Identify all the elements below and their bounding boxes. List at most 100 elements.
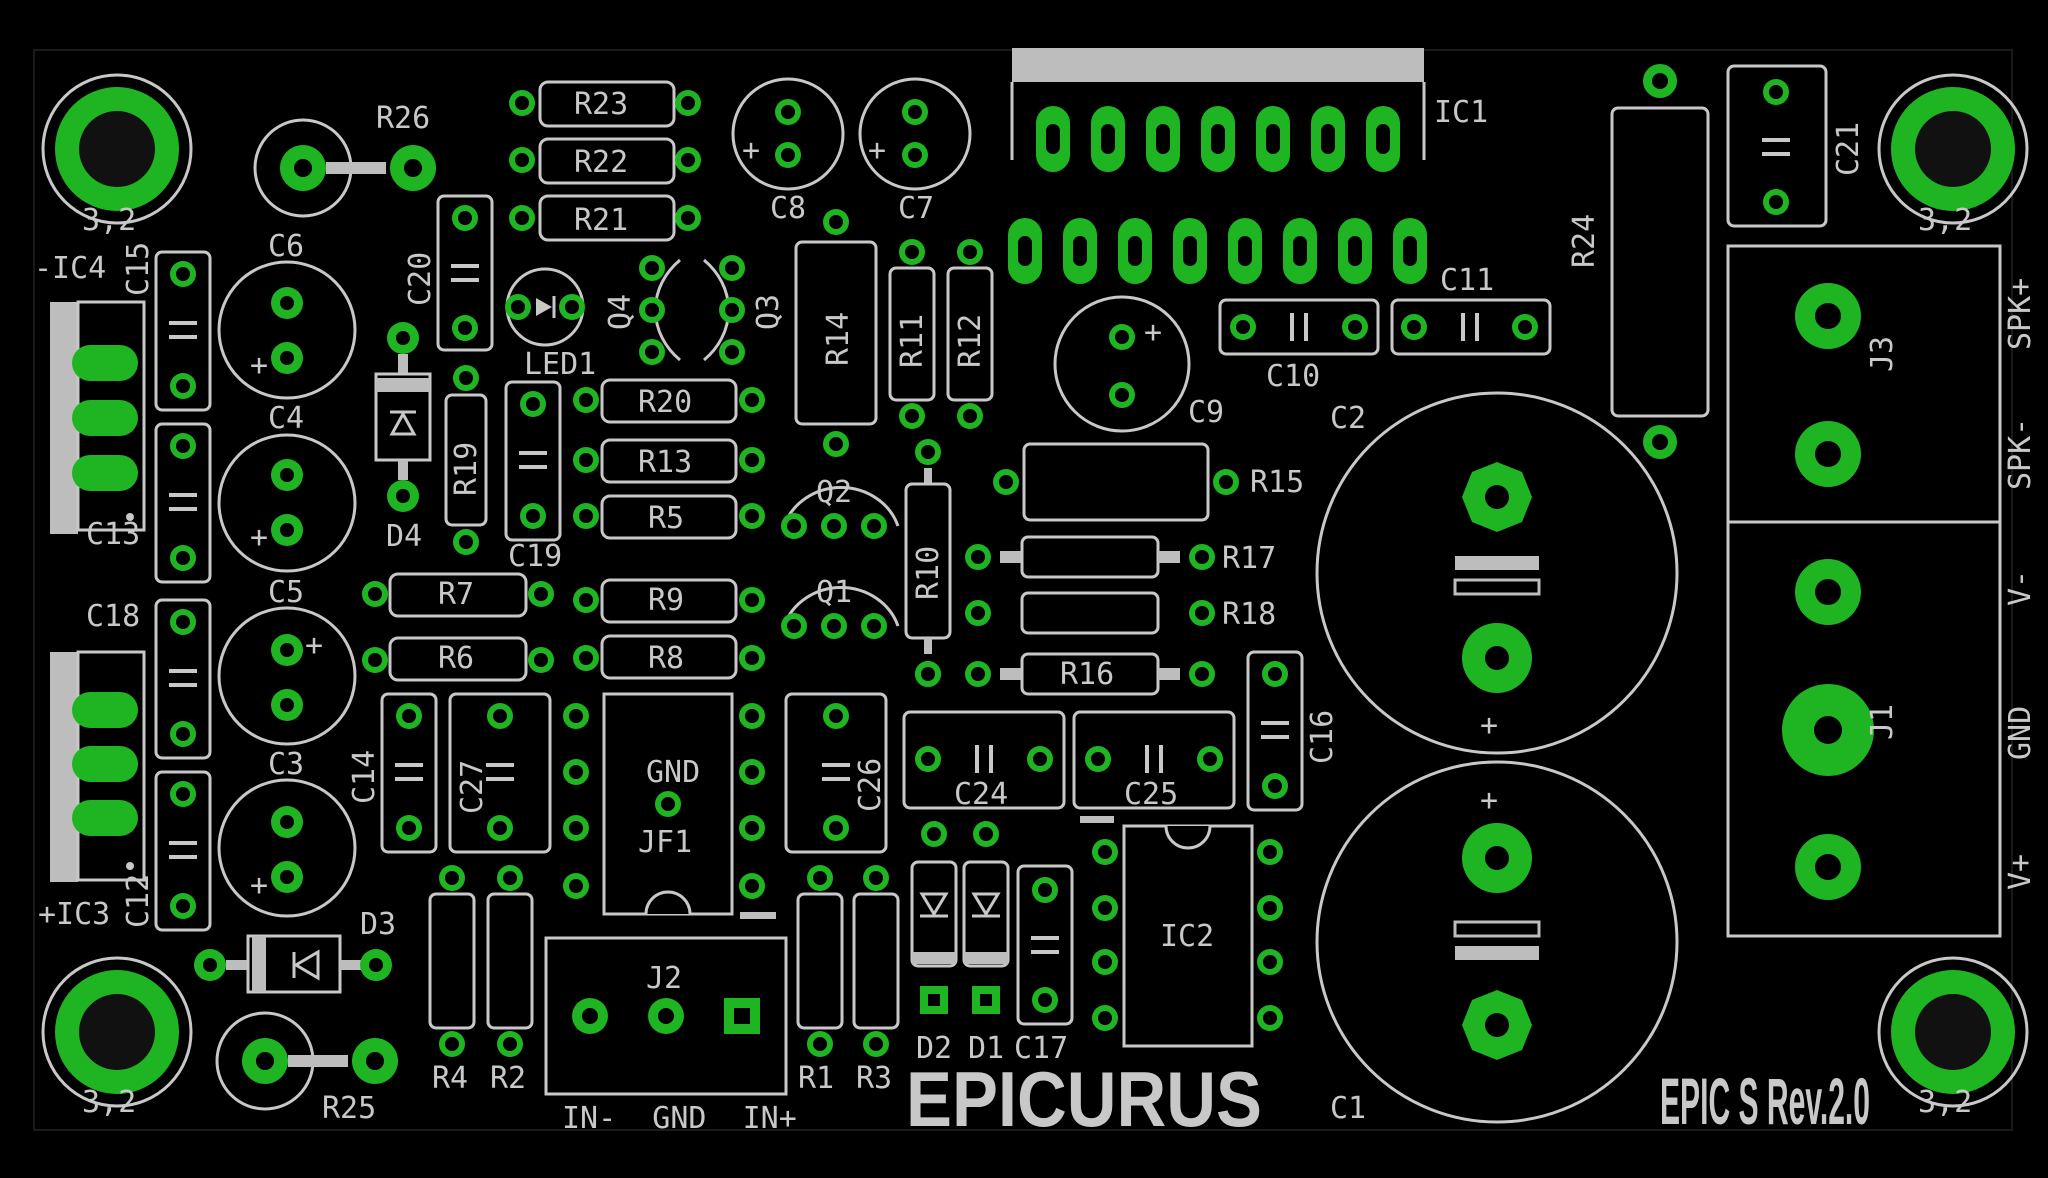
r4-label: R4 (432, 1061, 468, 1096)
gnd-label: GND (646, 755, 700, 790)
resistor-r18 (965, 591, 1215, 635)
c18-label: C18 (86, 599, 140, 634)
svg-text:+: + (1480, 708, 1498, 743)
j2-label: J2 (646, 961, 682, 996)
r17-label: R17 (1222, 541, 1276, 576)
c14-label: C14 (347, 750, 382, 804)
c13-label: C13 (86, 517, 140, 552)
resistor-r5 (573, 494, 765, 540)
capacitor-c9: + (1053, 295, 1191, 433)
connector-j2 (544, 936, 788, 1096)
svg-text:+: + (742, 133, 760, 168)
c12-label: C12 (121, 874, 156, 928)
revision-label: EPIC S Rev.2.0 (1660, 1064, 1870, 1138)
mounting-hole-top-left: 3,2 (41, 73, 193, 238)
resistor-r23 (509, 80, 701, 128)
r10-label: R10 (911, 546, 946, 600)
r3-label: R3 (856, 1061, 892, 1096)
capacitor-c7: + (858, 77, 972, 191)
v-minus-label: V- (2003, 570, 2038, 606)
c27-label: C27 (455, 760, 490, 814)
ic2-label: IC2 (1160, 919, 1214, 954)
j2-pin-labels: IN- GND IN+ (562, 1101, 797, 1136)
r19-label: R19 (449, 442, 484, 496)
ic1-label: IC1 (1434, 95, 1488, 130)
terminal-block-j3-j1 (1726, 244, 2002, 938)
c5-label: C5 (268, 575, 304, 610)
resistor-r19 (444, 365, 488, 555)
c20-label: C20 (403, 252, 438, 306)
spk-minus-label: SPK- (2003, 418, 2038, 490)
board-outline (33, 49, 2013, 1131)
transistor-q3 (703, 255, 745, 365)
diode-d1 (962, 821, 1010, 1014)
spk-plus-label: SPK+ (2003, 278, 2038, 350)
capacitor-c17 (1016, 864, 1074, 1026)
r9-label: R9 (648, 583, 684, 618)
capacitor-c3: + (217, 778, 357, 918)
hole-label: 3,2 (82, 1085, 136, 1120)
q3-label: Q3 (751, 294, 786, 330)
r6-label: R6 (438, 641, 474, 676)
svg-text:+: + (868, 133, 886, 168)
capacitor-c4: + (217, 433, 357, 573)
c10-label: C10 (1266, 359, 1320, 394)
diode-d4 (374, 322, 432, 512)
c7-label: C7 (898, 191, 934, 226)
q2-label: Q2 (816, 475, 852, 510)
resistor-r17 (965, 535, 1215, 579)
ic3-label: +IC3 (38, 897, 110, 932)
j3-label: J3 (1865, 336, 1900, 372)
capacitor-c27 (448, 692, 552, 854)
svg-text:+: + (1480, 783, 1498, 818)
svg-text:+: + (305, 628, 323, 663)
resistor-r20 (573, 378, 765, 424)
d2-label: D2 (916, 1031, 952, 1066)
c6-label: C6 (268, 229, 304, 264)
transistor-q1 (781, 585, 900, 639)
r11-label: R11 (895, 314, 930, 368)
resistor-r7 (362, 572, 554, 618)
c3-label: C3 (268, 747, 304, 782)
c1-label: C1 (1330, 1091, 1366, 1126)
r8-label: R8 (648, 641, 684, 676)
resistor-r16 (915, 652, 1215, 696)
r5-label: R5 (648, 501, 684, 536)
led1-label: LED1 (524, 347, 596, 382)
r18-label: R18 (1222, 597, 1276, 632)
q1-label: Q1 (816, 575, 852, 610)
r12-label: R12 (953, 314, 988, 368)
r20-label: R20 (638, 385, 692, 420)
product-logo: EPICURUS (906, 1055, 1262, 1143)
resistor-r1 (796, 865, 844, 1057)
mounting-hole-bottom-left: 3,2 (41, 956, 193, 1120)
r16-label: R16 (1060, 657, 1114, 692)
resistor-r6 (362, 636, 554, 682)
r2-label: R2 (490, 1061, 526, 1096)
resistor-r4 (428, 865, 476, 1057)
capacitor-c20 (436, 194, 494, 352)
capacitor-c15 (154, 250, 212, 412)
capacitor-c6: + (217, 260, 357, 400)
resistor-r3 (852, 865, 900, 1057)
c2-label: C2 (1330, 401, 1366, 436)
hole-label: 3,2 (1918, 203, 1972, 238)
jfet-jf1 (563, 692, 776, 919)
c26-label: C26 (853, 758, 888, 812)
capacitor-c12 (154, 770, 212, 932)
resistor-r21 (509, 194, 701, 242)
r1-label: R1 (798, 1061, 834, 1096)
svg-text:+: + (250, 868, 268, 903)
capacitor-c11 (1390, 298, 1552, 356)
d4-label: D4 (386, 519, 422, 554)
r13-label: R13 (638, 445, 692, 480)
d3-label: D3 (360, 907, 396, 942)
capacitor-c21 (1726, 64, 1828, 228)
r21-label: R21 (574, 203, 628, 238)
capacitor-c2: + (1315, 391, 1679, 755)
c17-label: C17 (1014, 1031, 1068, 1066)
v-plus-label: V+ (2003, 854, 2038, 890)
r22-label: R22 (574, 145, 628, 180)
opamp-ic2 (1092, 824, 1283, 1048)
